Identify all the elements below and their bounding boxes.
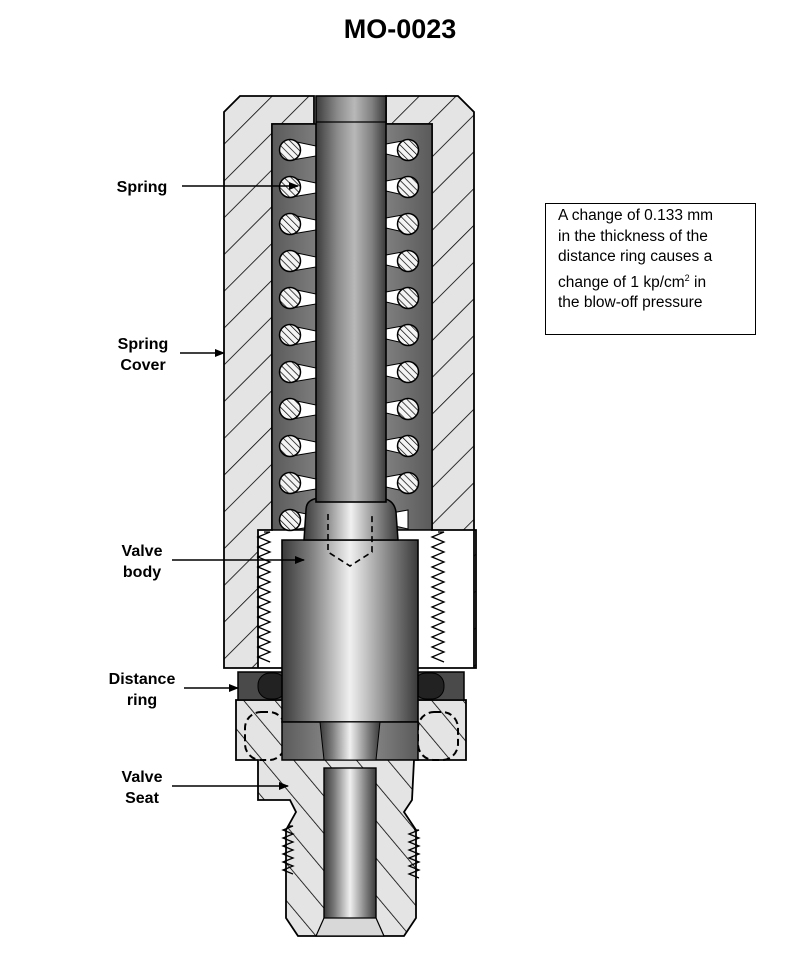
thread-seat-left bbox=[281, 825, 295, 875]
spring-coil-section bbox=[278, 138, 302, 162]
note-box: A change of 0.133 mm in the thickness of… bbox=[545, 203, 756, 335]
spring-coil-section bbox=[396, 286, 420, 310]
spring-coil-section bbox=[396, 175, 420, 199]
spring-coil-section bbox=[278, 471, 302, 495]
spring-coil-section bbox=[396, 212, 420, 236]
spring-coil-section bbox=[396, 471, 420, 495]
label-valve-seat: Valve Seat bbox=[121, 769, 163, 807]
label-spring-cover: Spring Cover bbox=[117, 336, 169, 374]
spring-coil-section bbox=[396, 249, 420, 273]
spring-coil-section bbox=[396, 323, 420, 347]
spring-coil-section bbox=[278, 212, 302, 236]
label-spring: Spring bbox=[116, 179, 168, 196]
thread-left bbox=[256, 531, 272, 663]
spring-coil-section bbox=[396, 434, 420, 458]
thread-seat-right bbox=[407, 829, 421, 879]
spring-coil-section bbox=[278, 323, 302, 347]
spring-coil-section bbox=[278, 434, 302, 458]
diagram-title: MO-0023 bbox=[343, 14, 457, 44]
spindle bbox=[315, 95, 387, 503]
spring-coil-section bbox=[278, 286, 302, 310]
spring-coil-section bbox=[396, 138, 420, 162]
valve-body bbox=[281, 539, 419, 723]
thread-right bbox=[430, 531, 446, 663]
label-valve-body: Valve body bbox=[121, 543, 163, 581]
spring-coil-section bbox=[396, 360, 420, 384]
note-line4: change of 1 kp/cm2 in bbox=[558, 272, 707, 291]
spring-coil-section bbox=[278, 508, 302, 532]
spring-coil-section bbox=[278, 175, 302, 199]
spring-coil-section bbox=[396, 397, 420, 421]
spring-coil-section bbox=[278, 397, 302, 421]
spring-coil-section bbox=[278, 360, 302, 384]
label-distance-ring: Distance ring bbox=[108, 671, 176, 709]
spring-coil-section bbox=[278, 249, 302, 273]
seat-bore bbox=[323, 767, 377, 921]
